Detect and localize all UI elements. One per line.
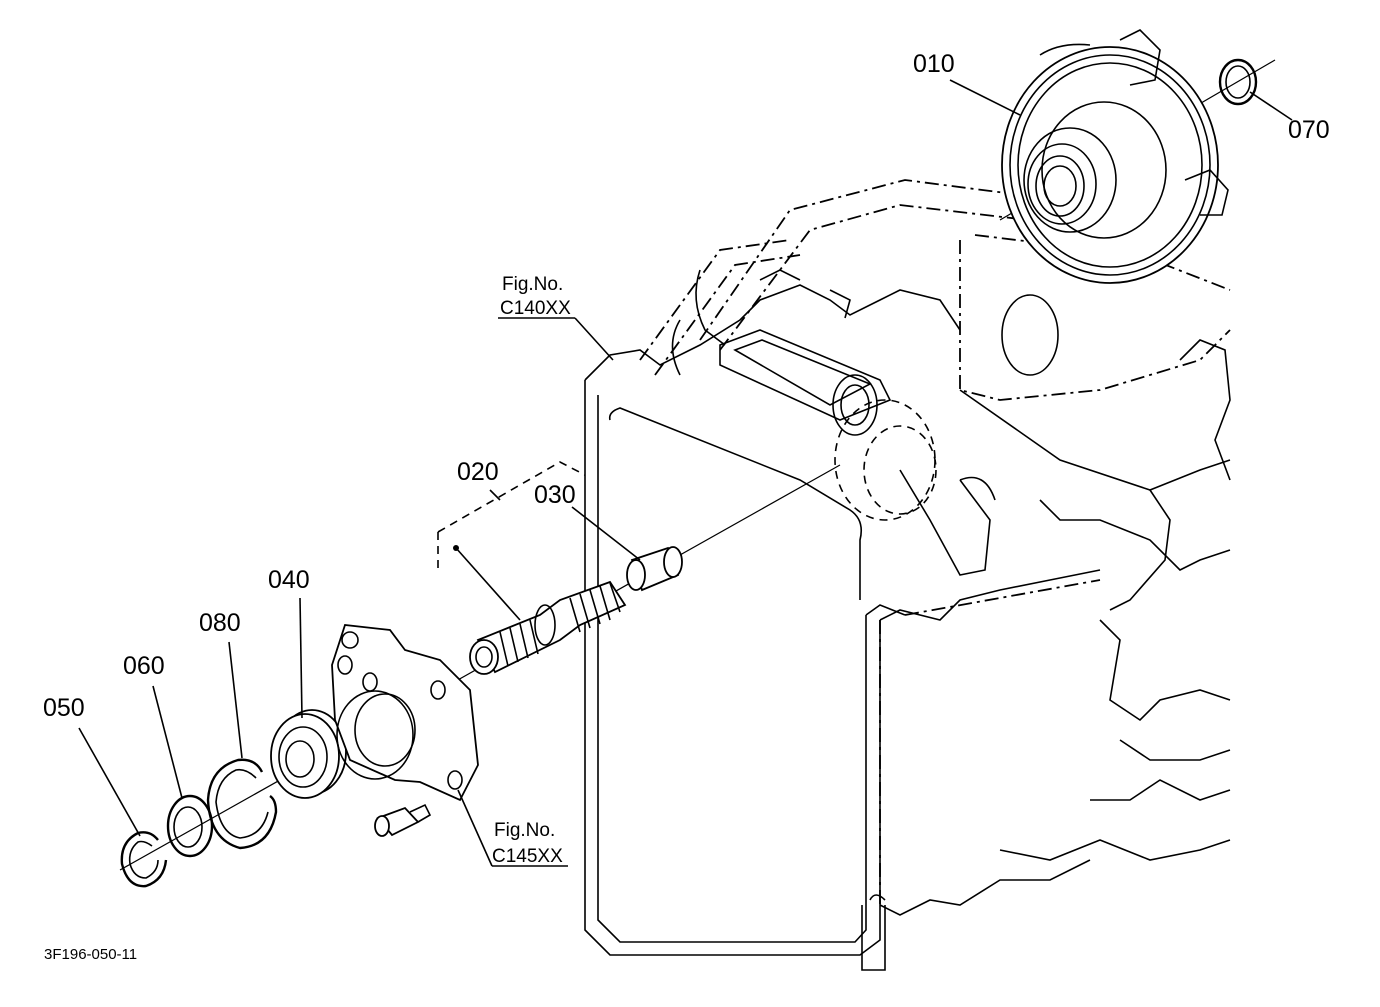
- label-050[interactable]: 050: [43, 694, 85, 722]
- figure-reference-c145[interactable]: Fig.No. C145XX: [492, 820, 563, 867]
- label-070[interactable]: 070: [1288, 116, 1330, 144]
- diagram-code: 3F196-050-11: [44, 946, 137, 963]
- leader-lines: [78, 79, 1293, 867]
- bearing-case: [331, 624, 479, 837]
- part-010-drum[interactable]: [1001, 29, 1229, 284]
- label-010[interactable]: 010: [913, 50, 955, 78]
- figure-reference-c140[interactable]: Fig.No. C140XX: [500, 274, 571, 319]
- part-050-snap-ring[interactable]: [120, 831, 168, 888]
- label-080[interactable]: 080: [199, 609, 241, 637]
- part-070-snap-ring[interactable]: [1218, 58, 1258, 106]
- fig-ref-title: Fig.No.: [494, 820, 555, 841]
- label-040[interactable]: 040: [268, 566, 310, 594]
- label-060[interactable]: 060: [123, 652, 165, 680]
- label-020[interactable]: 020: [457, 458, 499, 486]
- label-030[interactable]: 030: [534, 481, 576, 509]
- part-030-collar[interactable]: [626, 546, 683, 592]
- fig-ref-code: C145XX: [492, 846, 563, 867]
- part-number-labels: 010 020 030 040 050 060 070 080: [43, 50, 1330, 722]
- part-020-shaft[interactable]: [453, 545, 627, 675]
- part-040-bearing[interactable]: [270, 709, 347, 799]
- fig-ref-title: Fig.No.: [502, 274, 563, 295]
- fig-ref-code: C140XX: [500, 298, 571, 319]
- part-060-washer[interactable]: [166, 794, 214, 858]
- part-080-circlip[interactable]: [206, 758, 278, 850]
- transmission-housing: [584, 179, 1231, 971]
